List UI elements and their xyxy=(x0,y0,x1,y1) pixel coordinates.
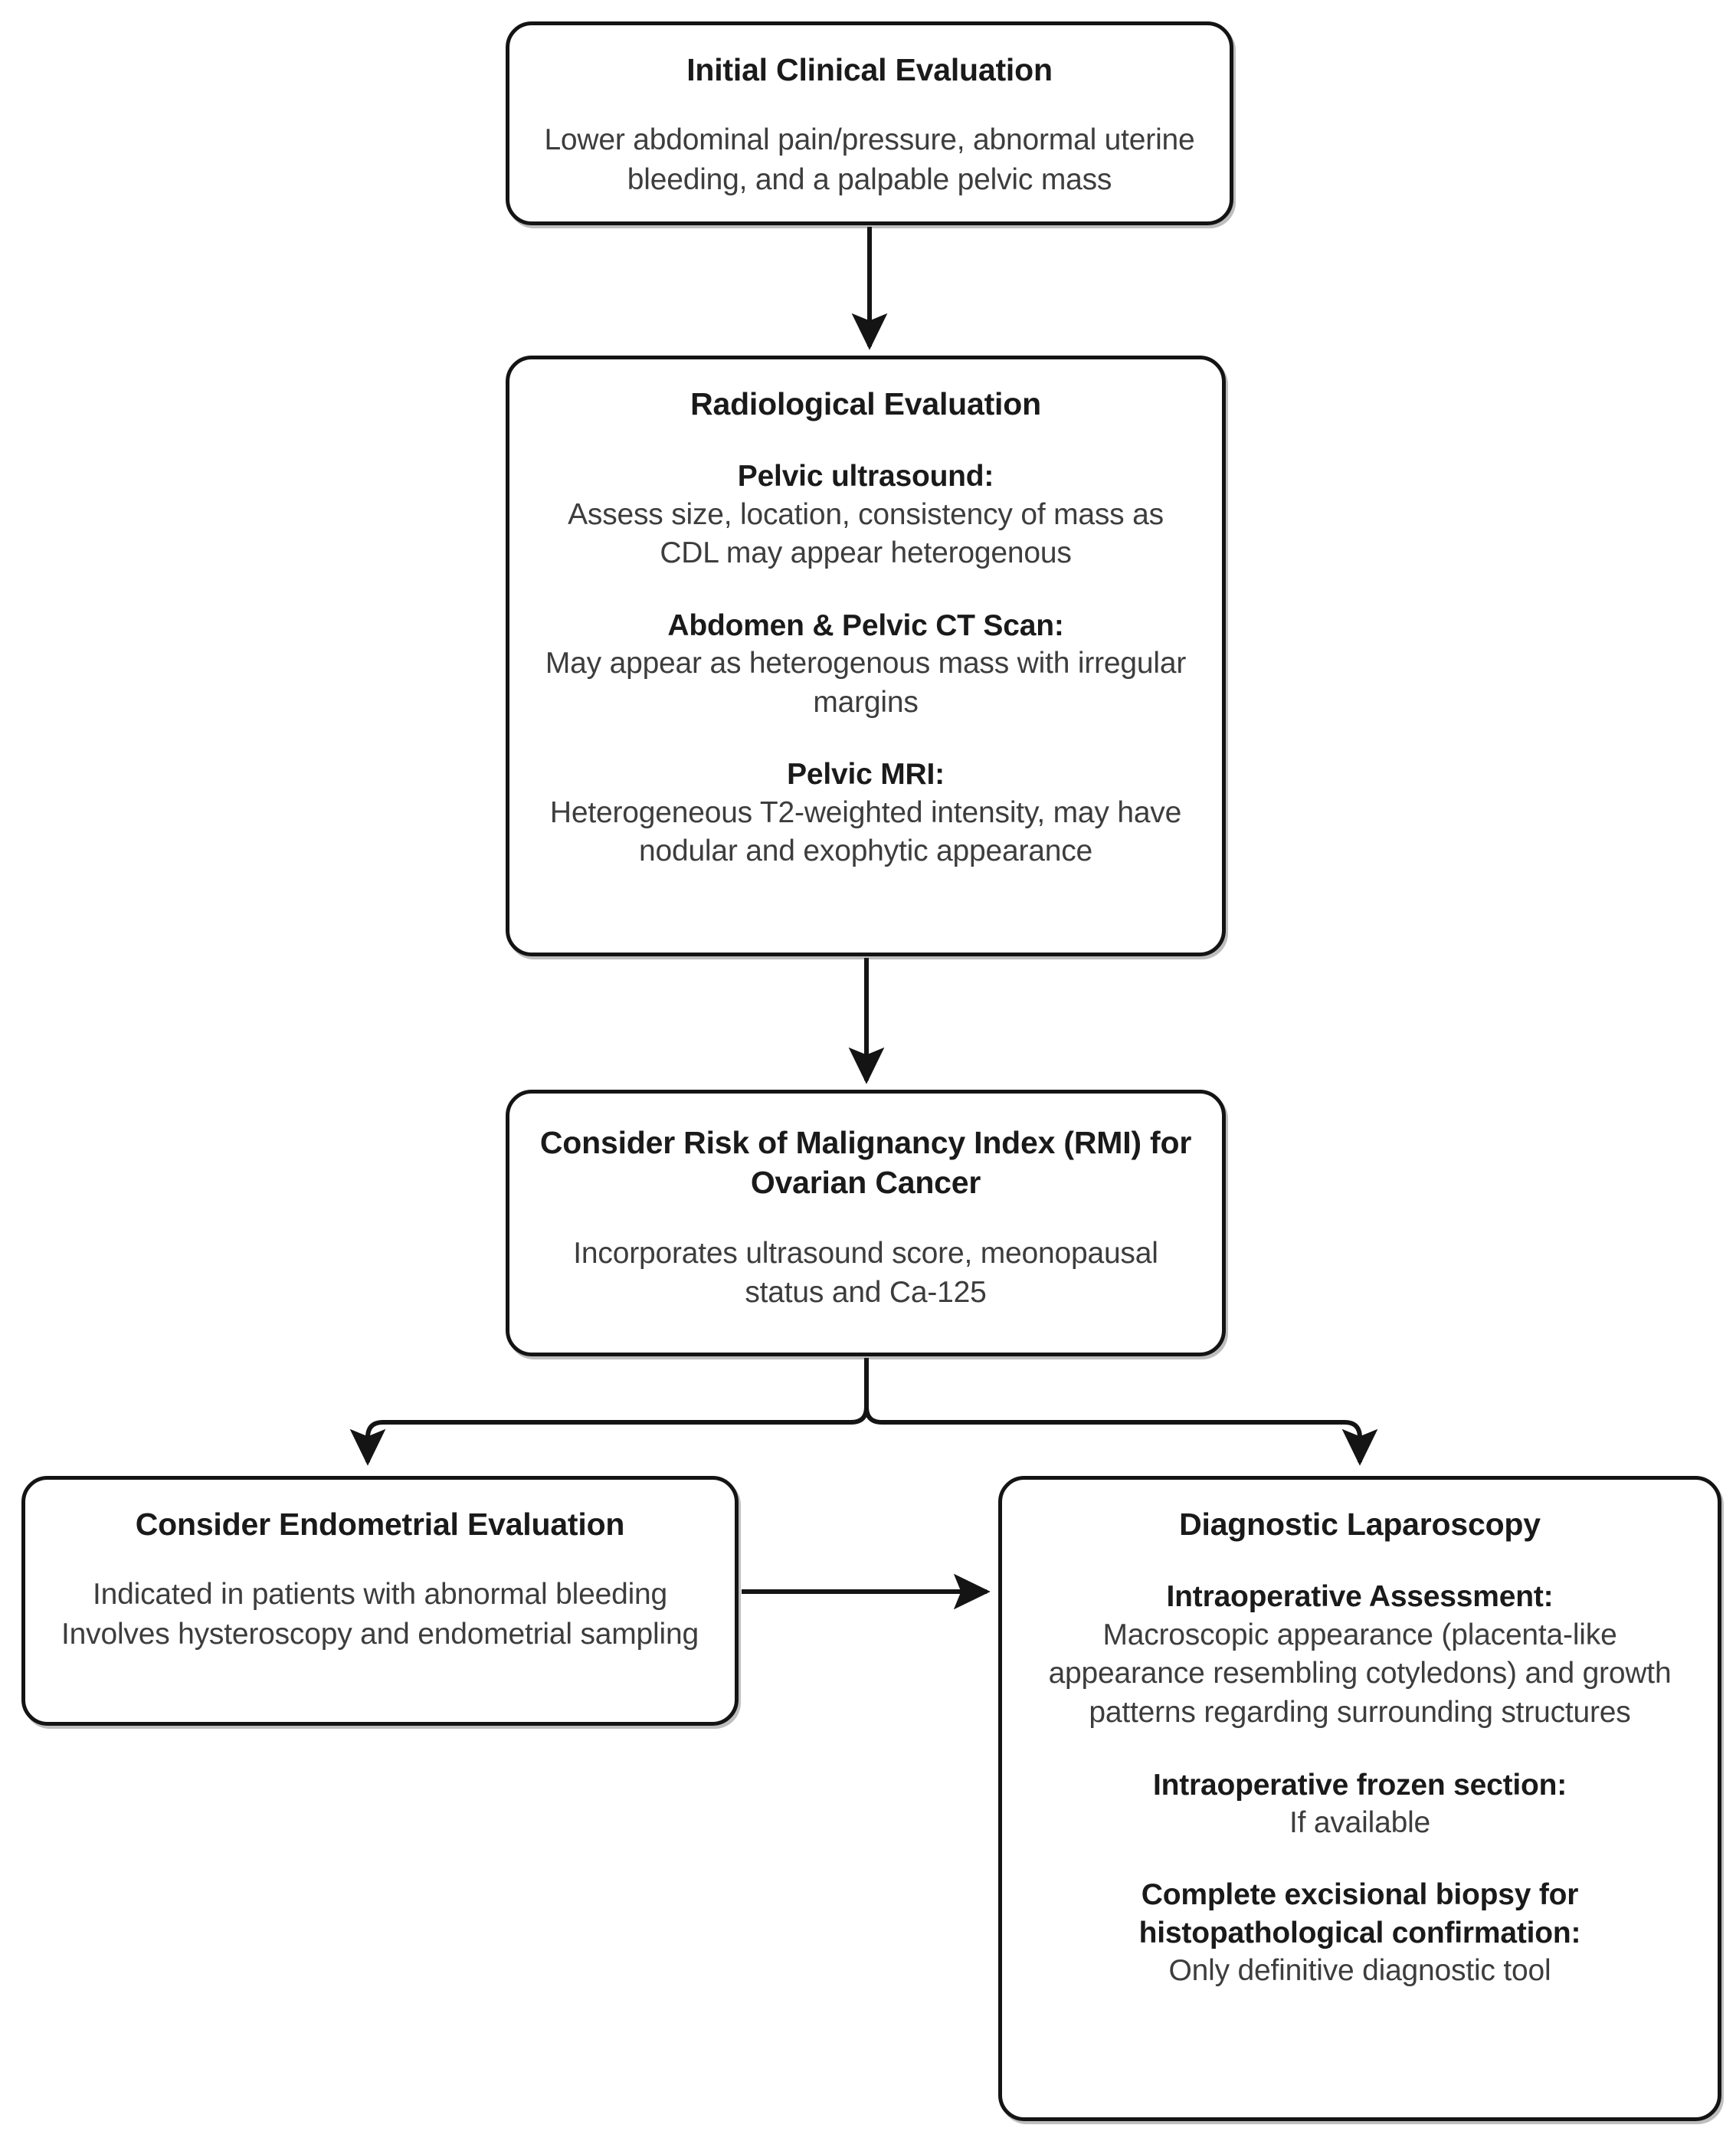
node-initial-clinical-evaluation[interactable]: Initial Clinical Evaluation Lower abdomi… xyxy=(506,21,1233,225)
node-body: Indicated in patients with abnormal blee… xyxy=(61,1578,699,1651)
section-heading: Abdomen & Pelvic CT Scan: xyxy=(667,608,1064,642)
node-title: Consider Risk of Malignancy Index (RMI) … xyxy=(539,1125,1192,1201)
section-heading: Intraoperative frozen section: xyxy=(1152,1768,1567,1802)
section-intraoperative-assessment: Intraoperative Assessment: Macroscopic a… xyxy=(1028,1578,1692,1732)
section-intraoperative-frozen-section: Intraoperative frozen section: If availa… xyxy=(1028,1766,1692,1843)
section-complete-excisional-biopsy: Complete excisional biopsy for histopath… xyxy=(1028,1876,1692,1990)
node-title: Diagnostic Laparoscopy xyxy=(1179,1507,1541,1542)
section-heading: Intraoperative Assessment: xyxy=(1166,1580,1554,1614)
edge-rmi-to-laparoscopy xyxy=(882,1420,1378,1466)
section-abdomen-pelvic-ct-scan: Abdomen & Pelvic CT Scan: May appear as … xyxy=(536,607,1196,723)
edge-rmi-stem xyxy=(850,1358,869,1425)
section-body: May appear as heterogenous mass with irr… xyxy=(545,647,1187,719)
section-heading: Complete excisional biopsy for histopath… xyxy=(1138,1878,1581,1949)
node-title: Initial Clinical Evaluation xyxy=(686,52,1053,87)
section-pelvic-mri: Pelvic MRI: Heterogeneous T2-weighted in… xyxy=(536,756,1196,871)
node-body: Lower abdominal pain/pressure, abnormal … xyxy=(544,123,1195,196)
section-body: Heterogeneous T2-weighted intensity, may… xyxy=(549,795,1182,868)
section-heading: Pelvic ultrasound: xyxy=(737,460,994,494)
node-consider-endometrial-evaluation[interactable]: Consider Endometrial Evaluation Indicate… xyxy=(21,1476,739,1726)
edge-rmi-to-endometrial xyxy=(349,1420,851,1466)
section-pelvic-ultrasound: Pelvic ultrasound: Assess size, location… xyxy=(536,457,1196,573)
node-title: Consider Endometrial Evaluation xyxy=(135,1507,625,1542)
section-body: Macroscopic appearance (placenta-like ap… xyxy=(1048,1618,1672,1729)
node-body: Incorporates ultrasound score, meonopaus… xyxy=(573,1236,1158,1310)
section-body: Assess size, location, consistency of ma… xyxy=(568,497,1164,570)
edge-rmi-stem-right xyxy=(864,1406,883,1425)
node-radiological-evaluation[interactable]: Radiological Evaluation Pelvic ultrasoun… xyxy=(506,356,1226,956)
node-title: Radiological Evaluation xyxy=(690,386,1041,421)
section-heading: Pelvic MRI: xyxy=(787,758,945,792)
section-body: Only definitive diagnostic tool xyxy=(1168,1953,1551,1987)
node-risk-of-malignancy-index[interactable]: Consider Risk of Malignancy Index (RMI) … xyxy=(506,1090,1226,1356)
node-diagnostic-laparoscopy[interactable]: Diagnostic Laparoscopy Intraoperative As… xyxy=(998,1476,1721,2121)
section-body: If available xyxy=(1289,1805,1431,1839)
